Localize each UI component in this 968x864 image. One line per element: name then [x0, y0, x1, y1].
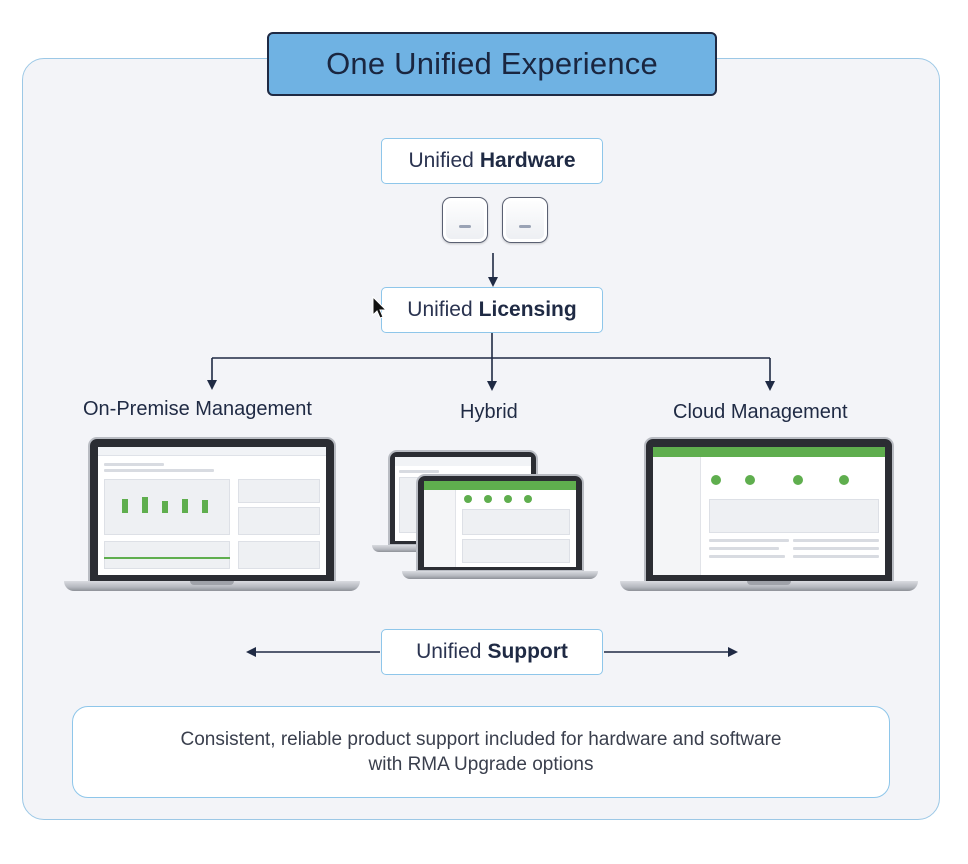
support-light-text: Unified: [416, 640, 482, 663]
licensing-bold-text: Licensing: [478, 298, 577, 321]
licensing-light-text: Unified: [407, 298, 473, 321]
on-premise-label: On-Premise Management: [83, 398, 312, 420]
diagram-title: One Unified Experience: [267, 32, 717, 96]
hardware-bold-text: Hardware: [479, 149, 576, 172]
unified-hardware-box: Unified Hardware: [381, 138, 603, 184]
unified-support-box: Unified Support: [381, 629, 603, 675]
hybrid-label: Hybrid: [460, 401, 518, 423]
support-bold-text: Support: [487, 640, 568, 663]
hybrid-front-laptop-icon: [402, 474, 598, 580]
access-point-icon: [442, 197, 488, 243]
access-point-icon: [502, 197, 548, 243]
support-description-box: Consistent, reliable product support inc…: [72, 706, 890, 798]
mouse-cursor-icon: [372, 296, 388, 319]
unified-licensing-box: Unified Licensing: [381, 287, 603, 333]
cloud-laptop-icon: [620, 437, 918, 593]
description-line-2: with RMA Upgrade options: [368, 754, 594, 775]
hardware-light-text: Unified: [408, 149, 474, 172]
on-premise-laptop-icon: [64, 437, 360, 593]
description-line-1: Consistent, reliable product support inc…: [180, 729, 782, 750]
cloud-label: Cloud Management: [673, 401, 848, 423]
